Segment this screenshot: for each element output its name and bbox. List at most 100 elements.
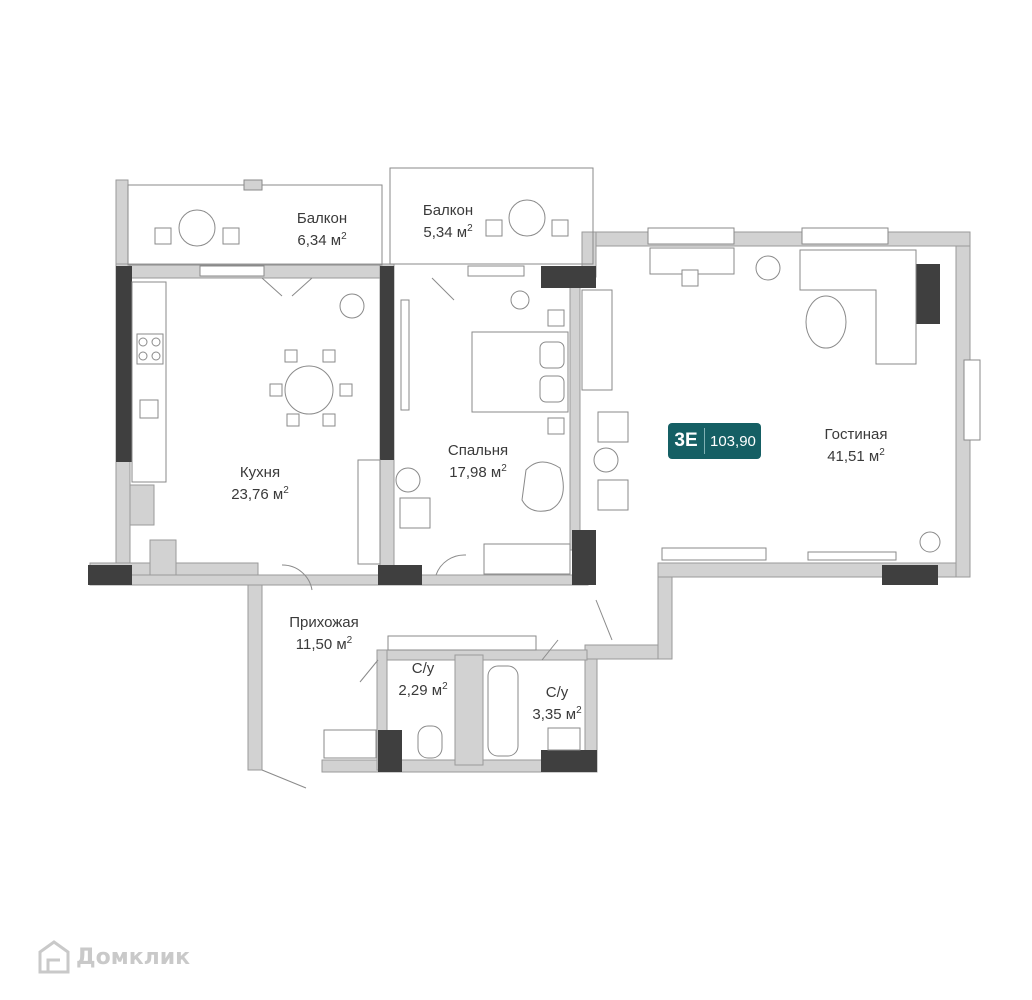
door — [261, 769, 307, 789]
kitchen-counter — [131, 281, 167, 483]
apartment-badge: 3E 103,90 — [668, 423, 761, 459]
unit-sup: 2 — [442, 681, 448, 692]
unit-sup: 2 — [467, 223, 473, 234]
label-kitchen: Кухня 23,76 м2 — [210, 464, 310, 504]
plant-icon — [755, 255, 781, 281]
column — [378, 565, 422, 585]
side-table — [395, 467, 421, 493]
door — [435, 554, 467, 576]
tv-unit — [581, 289, 613, 391]
burner — [151, 351, 161, 361]
wall — [129, 484, 155, 526]
wall — [149, 539, 177, 576]
wall — [657, 564, 673, 660]
bathtub — [487, 665, 519, 757]
sink — [139, 399, 159, 419]
chair — [286, 413, 300, 427]
door — [261, 277, 313, 297]
unit-sup: 2 — [501, 463, 507, 474]
chair — [485, 219, 503, 237]
wall — [584, 644, 666, 660]
door — [541, 639, 559, 661]
column — [572, 530, 596, 585]
plant-icon — [339, 293, 365, 319]
label-balcony-right: Балкон 5,34 м2 — [398, 202, 498, 242]
shoe-cabinet — [323, 729, 377, 759]
room-area: 17,98 м — [449, 464, 502, 481]
chair — [551, 219, 569, 237]
badge-divider — [704, 428, 705, 454]
column — [116, 266, 132, 462]
armchair — [597, 479, 629, 511]
label-bathroom-1: С/у 2,29 м2 — [388, 660, 458, 700]
room-area: 3,35 м — [532, 706, 577, 723]
corner-sofa — [799, 249, 917, 365]
wardrobe — [483, 543, 571, 575]
door — [359, 659, 379, 683]
window — [963, 359, 981, 441]
watermark: Домклик — [38, 940, 190, 974]
window — [467, 265, 525, 277]
label-bedroom: Спальня 17,98 м2 — [428, 442, 528, 482]
room-area: 41,51 м — [827, 448, 880, 465]
balcony-post — [243, 179, 263, 191]
nightstand — [547, 417, 565, 435]
column — [88, 565, 132, 585]
door — [281, 564, 313, 591]
apartment-type: 3E — [674, 430, 698, 451]
apartment-total-area: 103,90 — [710, 432, 756, 450]
room-area: 5,34 м — [423, 224, 468, 241]
room-name: Спальня — [447, 442, 509, 459]
armchair — [399, 497, 431, 529]
column — [378, 730, 402, 772]
room-name: С/у — [545, 684, 569, 701]
unit-sup: 2 — [283, 485, 289, 496]
pillow — [539, 341, 565, 369]
dining-table — [284, 365, 334, 415]
unit-sup: 2 — [576, 705, 582, 716]
column — [541, 266, 596, 288]
sink — [547, 727, 581, 751]
coffee-table — [805, 295, 847, 349]
window — [801, 227, 889, 245]
label-balcony-left: Балкон 6,34 м2 — [272, 210, 372, 250]
unit-sup: 2 — [879, 447, 885, 458]
chair — [222, 227, 240, 245]
armchair — [597, 411, 629, 443]
chair — [154, 227, 172, 245]
window — [199, 265, 265, 277]
watermark-text: Домклик — [76, 944, 191, 970]
nightstand — [547, 309, 565, 327]
balcony-table — [178, 209, 216, 247]
column — [380, 266, 394, 460]
label-bathroom-2: С/у 3,35 м2 — [522, 684, 592, 724]
unit-sup: 2 — [346, 635, 353, 646]
balcony-table — [508, 199, 546, 237]
house-logo-icon — [38, 940, 70, 974]
room-area: 23,76 м — [231, 486, 284, 503]
plant-icon — [919, 531, 941, 553]
balcony-outline — [389, 167, 594, 265]
room-area: 6,34 м — [297, 232, 342, 249]
room-area: 2,29 м — [398, 682, 443, 699]
label-living: Гостиная 41,51 м2 — [806, 426, 906, 466]
room-name: Гостиная — [824, 426, 888, 443]
room-area: 11,50 м — [295, 636, 347, 653]
label-hallway: Прихожая 11,50 м2 — [274, 614, 374, 654]
column — [916, 264, 940, 324]
room-name: Прихожая — [289, 614, 359, 631]
door — [595, 599, 613, 641]
chair — [322, 413, 336, 427]
room-name: Балкон — [422, 202, 474, 219]
wardrobe — [387, 635, 537, 651]
toilet — [417, 725, 443, 759]
room-name: Балкон — [296, 210, 348, 227]
window — [661, 547, 767, 561]
side-table — [593, 447, 619, 473]
lounge-chair — [521, 461, 564, 512]
desk-chair — [681, 269, 699, 287]
pillow — [539, 375, 565, 403]
wall — [584, 231, 971, 247]
column — [541, 750, 597, 772]
